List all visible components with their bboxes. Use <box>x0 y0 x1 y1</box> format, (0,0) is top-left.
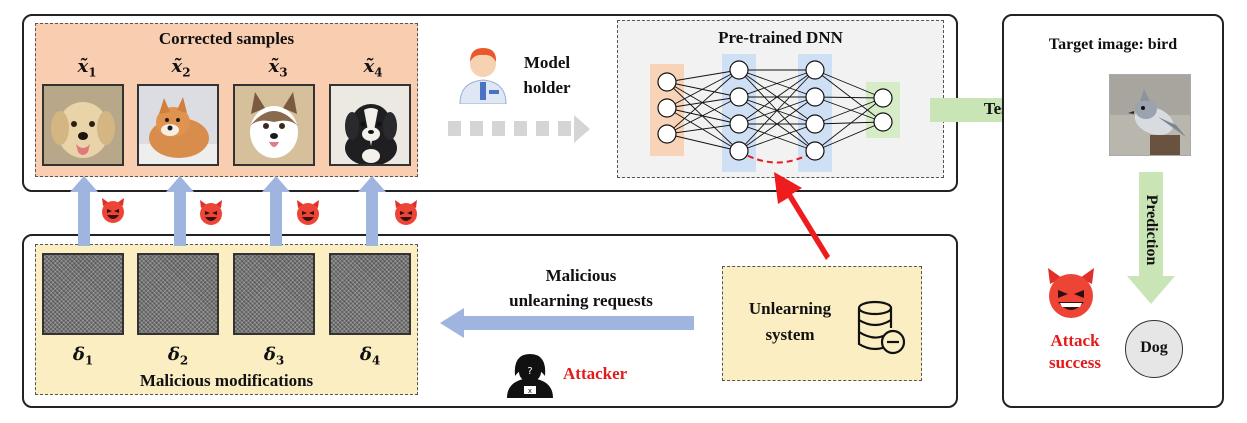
delta-label-1: δ1 <box>72 344 94 368</box>
malicious-modifications-title: Malicious modifications <box>139 371 314 390</box>
svg-text:x: x <box>528 387 532 395</box>
upward-arrows <box>70 174 430 246</box>
devil-icon-small-2 <box>198 200 224 226</box>
puppy-image <box>329 84 411 166</box>
target-image-title: Target image: bird <box>1048 36 1178 53</box>
corrected-label-2: x̃2 <box>171 56 191 80</box>
noise-image-3 <box>233 253 315 335</box>
shiba-inu-image <box>137 84 219 166</box>
delta-label-3: δ3 <box>263 344 285 368</box>
noise-image-4 <box>329 253 411 335</box>
husky-image <box>233 84 315 166</box>
attacker-label: Attacker <box>563 364 628 383</box>
prediction-label: Prediction <box>1143 194 1160 266</box>
devil-icon-small-3 <box>295 200 321 226</box>
dog-prediction-circle <box>1125 320 1183 378</box>
deployment-arrow <box>448 114 598 144</box>
model-holder-label: Model holder <box>523 53 571 97</box>
malicious-requests-label: Malicious unlearning requests <box>509 266 653 310</box>
devil-icon <box>1044 268 1098 320</box>
attack-success-label: Attack success <box>1049 331 1101 372</box>
noise-image-1 <box>42 253 124 335</box>
prediction-arrow <box>1127 172 1175 306</box>
corrected-label-3: x̃3 <box>268 56 288 80</box>
neural-network-graphic <box>640 52 910 174</box>
corrected-label-4: x̃4 <box>363 56 383 80</box>
dog-label: Dog <box>1140 339 1168 356</box>
devil-icon-small-1 <box>100 198 126 224</box>
devil-icon-small-4 <box>393 200 419 226</box>
noise-image-2 <box>137 253 219 335</box>
svg-text:?: ? <box>527 366 532 377</box>
delta-label-4: δ4 <box>359 344 381 368</box>
unlearning-system-box <box>722 266 922 381</box>
dnn-title: Pre-trained DNN <box>718 28 843 47</box>
database-minus-icon <box>855 300 907 356</box>
corrected-samples-title: Corrected samples <box>158 29 295 48</box>
attack-arrow <box>764 168 844 264</box>
model-holder-icon <box>456 42 510 105</box>
bird-image <box>1109 74 1191 156</box>
request-arrow <box>440 308 694 338</box>
corrected-label-1: x̃1 <box>77 56 97 80</box>
unlearning-system-label: Unlearning system <box>748 299 832 344</box>
hacker-icon: ? x <box>505 352 555 398</box>
golden-retriever-image <box>42 84 124 166</box>
delta-label-2: δ2 <box>167 344 189 368</box>
